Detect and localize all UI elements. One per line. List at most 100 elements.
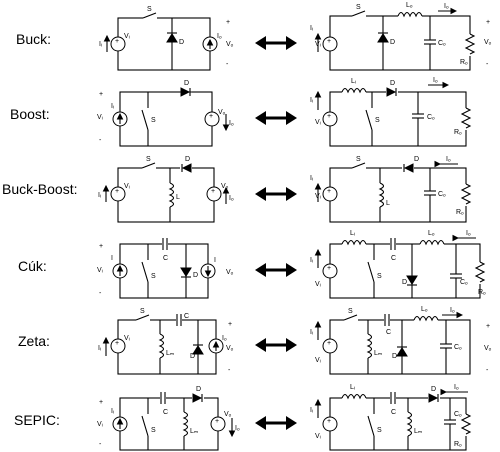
diode-icon: [396, 347, 408, 357]
inductor-icon: [341, 87, 367, 94]
svg-text:C: C: [163, 409, 168, 416]
svg-text:D: D: [431, 386, 436, 393]
svg-text:I: I: [111, 255, 113, 262]
switch-icon: [351, 10, 366, 17]
svg-text:Iᵢ: Iᵢ: [310, 25, 313, 32]
diode-icon: [386, 87, 397, 97]
double-arrow-icon: [255, 338, 297, 352]
svg-text:D: D: [392, 353, 397, 360]
svg-text:Cₒ: Cₒ: [454, 344, 462, 351]
inductor-icon: [341, 393, 367, 400]
double-arrow-icon: [255, 111, 297, 125]
svg-text:Lₒ: Lₒ: [428, 230, 435, 237]
svg-text:Vₒ: Vₒ: [221, 183, 229, 190]
svg-text:-: -: [99, 290, 102, 297]
svg-text:+: +: [115, 340, 119, 347]
double-arrow-icon: [255, 36, 297, 50]
switch-icon: [142, 12, 157, 19]
voltage-source-icon: [110, 338, 126, 354]
svg-text:Vᵢ: Vᵢ: [315, 41, 321, 48]
svg-text:D: D: [185, 156, 190, 163]
voltage-source-icon: [110, 186, 126, 202]
svg-text:+: +: [115, 188, 119, 195]
double-arrow-icon: [255, 187, 297, 201]
voltage-source-icon: [322, 186, 338, 202]
svg-text:Cₒ: Cₒ: [454, 411, 462, 418]
diode-icon: [406, 275, 418, 285]
svg-text:Iₒ: Iₒ: [229, 195, 234, 202]
inductor-icon: [168, 182, 175, 208]
inductor-icon: [341, 239, 367, 246]
svg-text:-: -: [226, 61, 229, 68]
svg-text:S: S: [151, 273, 156, 280]
boost-right-circuit: + Iᵢ Vᵢ Lᵢ S D Iₒ Cₒ Rₒ: [310, 77, 472, 147]
voltage-source-icon: [322, 416, 338, 432]
buck-boost-right-circuit: + Iᵢ Vᵢ S L D Iₒ Cₒ Rₒ: [310, 156, 472, 223]
switch-icon: [365, 109, 373, 131]
svg-text:S: S: [377, 427, 382, 434]
svg-text:C: C: [391, 255, 396, 262]
switch-icon: [135, 314, 150, 321]
svg-text:Iₒ: Iₒ: [235, 425, 240, 432]
svg-text:Iᵢ: Iᵢ: [310, 175, 313, 182]
svg-text:Cₒ: Cₒ: [438, 191, 446, 198]
voltage-source-icon: [322, 111, 338, 127]
svg-text:-: -: [99, 137, 102, 144]
svg-text:Vᵢ: Vᵢ: [124, 183, 130, 190]
switch-icon: [351, 162, 366, 169]
voltage-source-icon: [322, 263, 338, 279]
svg-text:-: -: [486, 61, 489, 68]
svg-text:D: D: [390, 39, 395, 46]
svg-text:-: -: [228, 367, 231, 374]
svg-text:Vₒ: Vₒ: [224, 411, 232, 418]
resistor-icon: [460, 107, 472, 129]
svg-text:Iₒ: Iₒ: [229, 120, 234, 127]
svg-text:S: S: [151, 117, 156, 124]
svg-text:Rₒ: Rₒ: [454, 441, 462, 448]
svg-text:S: S: [348, 308, 353, 315]
svg-text:+: +: [209, 113, 213, 120]
row-label-cuk: Cúk:: [18, 258, 47, 274]
svg-text:Iᵢ: Iᵢ: [111, 103, 114, 110]
svg-text:Iₒ: Iₒ: [450, 307, 455, 314]
svg-text:+: +: [115, 38, 119, 45]
svg-text:+: +: [486, 323, 490, 330]
svg-text:D: D: [190, 353, 195, 360]
svg-text:+: +: [486, 19, 490, 26]
diode-icon: [180, 267, 192, 277]
svg-text:D: D: [402, 279, 407, 286]
svg-text:+: +: [327, 340, 331, 347]
zeta-right-circuit: + Iᵢ Vᵢ S Lₘ C D Lₒ Iₒ Cₒ +: [310, 306, 492, 375]
svg-text:D: D: [184, 80, 189, 87]
svg-text:Iᵢ: Iᵢ: [310, 97, 313, 104]
svg-text:Vₒ: Vₒ: [226, 41, 234, 48]
svg-text:+: +: [211, 188, 215, 195]
diode-icon: [403, 163, 414, 173]
switch-icon: [343, 314, 358, 321]
svg-text:D: D: [390, 80, 395, 87]
svg-text:S: S: [147, 6, 152, 13]
resistor-icon: [460, 183, 472, 205]
svg-text:Vᵢ: Vᵢ: [315, 119, 321, 126]
diode-icon: [192, 345, 204, 355]
svg-text:C: C: [386, 329, 391, 336]
row-label-sepic: SEPIC:: [14, 412, 60, 428]
inductor-icon: [378, 182, 385, 208]
row-label-buck-boost: Buck-Boost:: [2, 181, 77, 197]
svg-text:Lᵢ: Lᵢ: [351, 78, 356, 85]
svg-text:Rₒ: Rₒ: [460, 59, 468, 66]
svg-text:Rₒ: Rₒ: [456, 209, 464, 216]
sepic-left-circuit: Iᵢ + Vᵢ - C S D Lₘ + Vₒ Iₒ: [97, 386, 240, 451]
resistor-icon: [464, 33, 476, 55]
diode-icon: [377, 33, 389, 43]
svg-text:C: C: [184, 313, 189, 320]
svg-text:D: D: [193, 272, 198, 279]
cuk-left-circuit: I + Vᵢ - C S D I Vₒ: [97, 238, 234, 299]
svg-text:Vᵢ: Vᵢ: [97, 114, 103, 121]
svg-text:Iᵢ: Iᵢ: [98, 192, 101, 199]
svg-text:Vᵢ: Vᵢ: [97, 421, 103, 428]
svg-text:C: C: [163, 255, 168, 262]
svg-text:+: +: [327, 38, 331, 45]
svg-text:Vᵢ: Vᵢ: [315, 193, 321, 200]
